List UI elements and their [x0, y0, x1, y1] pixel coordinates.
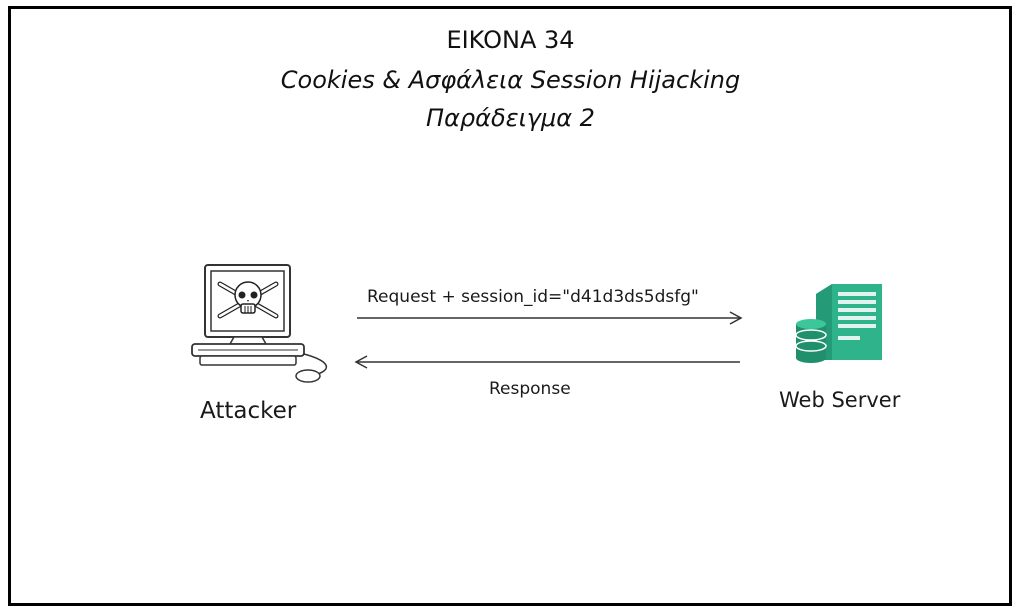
- skull-computer-icon: [191, 264, 328, 383]
- figure-title: EIKONA 34: [446, 26, 575, 54]
- server-database-icon: [795, 284, 882, 363]
- response-arrow: [354, 355, 740, 369]
- figure-subtitle: Cookies & Ασφάλεια Session Hijacking: [280, 66, 741, 94]
- attacker-label: Attacker: [200, 398, 297, 424]
- figure-subtitle-2: Παράδειγμα 2: [426, 104, 595, 132]
- response-label: Response: [489, 379, 571, 399]
- web-server-label: Web Server: [779, 388, 901, 412]
- request-arrow: [357, 311, 743, 325]
- flow-arrows: [354, 311, 743, 369]
- request-label: Request + session_id="d41d3ds5dsfg": [367, 287, 699, 307]
